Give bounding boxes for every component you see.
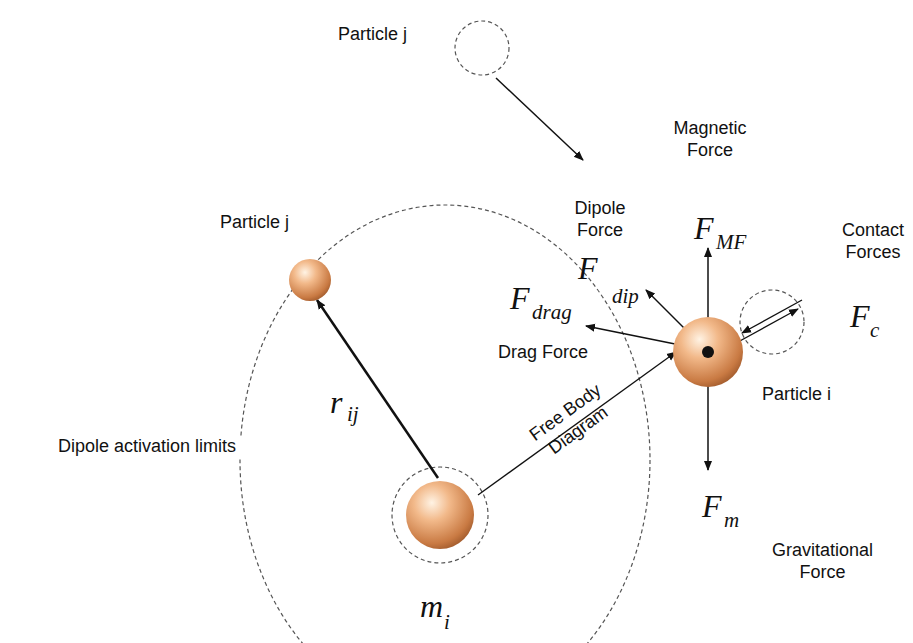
force-symbol: F [850, 300, 870, 332]
contact-zone [740, 290, 804, 354]
force-subscript: dip [612, 286, 639, 307]
contact-arrow [738, 309, 798, 342]
leader-line [478, 352, 676, 495]
leader-label: Free Body Diagram [517, 374, 627, 470]
force-name: Dipole Force [560, 198, 640, 241]
force-name: Contact Forces [836, 220, 910, 263]
force-subscript: drag [532, 302, 572, 323]
force-symbol: F [578, 252, 598, 284]
force-subscript: c [870, 320, 879, 341]
activation-limit [240, 205, 650, 643]
force-symbol: F [694, 212, 714, 244]
center-dot [702, 346, 714, 358]
arrow [496, 78, 583, 160]
force-symbol: F [702, 490, 722, 522]
force-name: Gravitational Force [760, 540, 885, 583]
force-symbol: F [510, 282, 530, 314]
force-arrow [586, 326, 680, 345]
force-name: Magnetic Force [660, 118, 760, 161]
mass-subscript: i [444, 612, 450, 633]
particle-label: Particle j [338, 24, 407, 46]
particle-m [406, 481, 474, 549]
contact-arrow [742, 300, 802, 333]
region-label: Dipole activation limits [30, 436, 264, 458]
particle-i [673, 317, 743, 387]
distance-symbol: r [330, 386, 342, 418]
force-subscript: MF [716, 232, 746, 253]
distance-vector [317, 300, 438, 478]
particle-label: Particle i [762, 384, 831, 406]
distance-subscript: ij [347, 404, 359, 425]
particle-j [289, 259, 331, 301]
particle-boundary [392, 467, 488, 563]
force-name: Drag Force [498, 342, 588, 364]
particle-label: Particle j [220, 212, 289, 234]
mass-symbol: m [420, 590, 443, 622]
force-subscript: m [724, 510, 739, 531]
ghost-particle [455, 21, 509, 75]
